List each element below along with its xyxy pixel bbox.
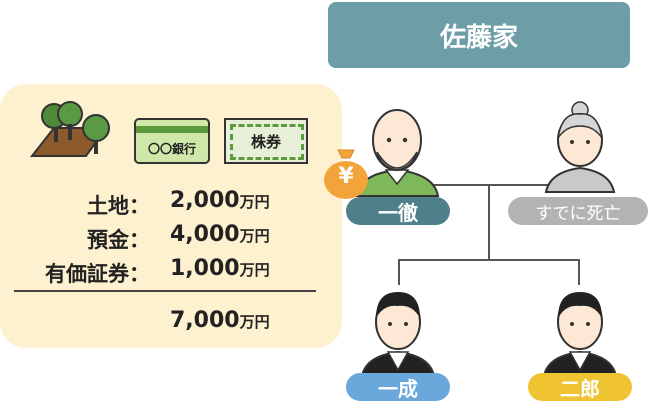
child2-drop — [578, 259, 580, 285]
family-title: 佐藤家 — [328, 2, 630, 68]
mother-avatar-icon — [544, 101, 616, 193]
children-line — [398, 259, 580, 261]
mother-name-pill: すでに死亡 — [508, 197, 648, 225]
son1-avatar-icon — [360, 292, 436, 377]
total-value: 7,000万円 — [170, 308, 270, 333]
father-avatar-icon — [354, 109, 440, 197]
son2-name-pill: 二郎 — [528, 373, 632, 401]
land-unit: 万円 — [239, 193, 270, 211]
land-value: 2,000万円 — [170, 188, 270, 213]
stock-certificate-icon: 株券 — [224, 118, 308, 164]
son1-name-pill: 一成 — [346, 373, 450, 401]
bank-card-icon: 〇〇銀行 — [134, 118, 210, 164]
total-divider — [14, 290, 316, 292]
securities-label: 有価証券： — [45, 262, 150, 286]
total-amount: 7,000 — [170, 308, 240, 333]
son2-avatar-icon — [542, 292, 618, 377]
securities-unit: 万円 — [239, 261, 270, 279]
child1-drop — [398, 259, 400, 285]
yen-money-bag-icon — [324, 149, 368, 199]
deposit-value: 4,000万円 — [170, 222, 270, 247]
stock-label: 株券 — [250, 133, 281, 151]
land-trees-icon — [29, 101, 110, 157]
deposit-label: 預金： — [87, 228, 150, 252]
securities-amount: 1,000 — [170, 256, 240, 281]
land-amount: 2,000 — [170, 188, 240, 213]
descent-line — [488, 184, 490, 260]
bank-card-label: 〇〇銀行 — [147, 142, 196, 156]
deposit-unit: 万円 — [239, 227, 270, 245]
asset-panel: 〇〇銀行 株券 土地： 2,000万円 預金： 4,000万円 有価証券： 1,… — [0, 84, 342, 348]
yen-symbol: ¥ — [338, 164, 354, 189]
total-unit: 万円 — [239, 313, 270, 331]
spouse-line — [426, 184, 562, 186]
land-label: 土地： — [87, 194, 150, 218]
securities-value: 1,000万円 — [170, 256, 270, 281]
father-name-pill: 一徹 — [346, 197, 450, 225]
deposit-amount: 4,000 — [170, 222, 240, 247]
